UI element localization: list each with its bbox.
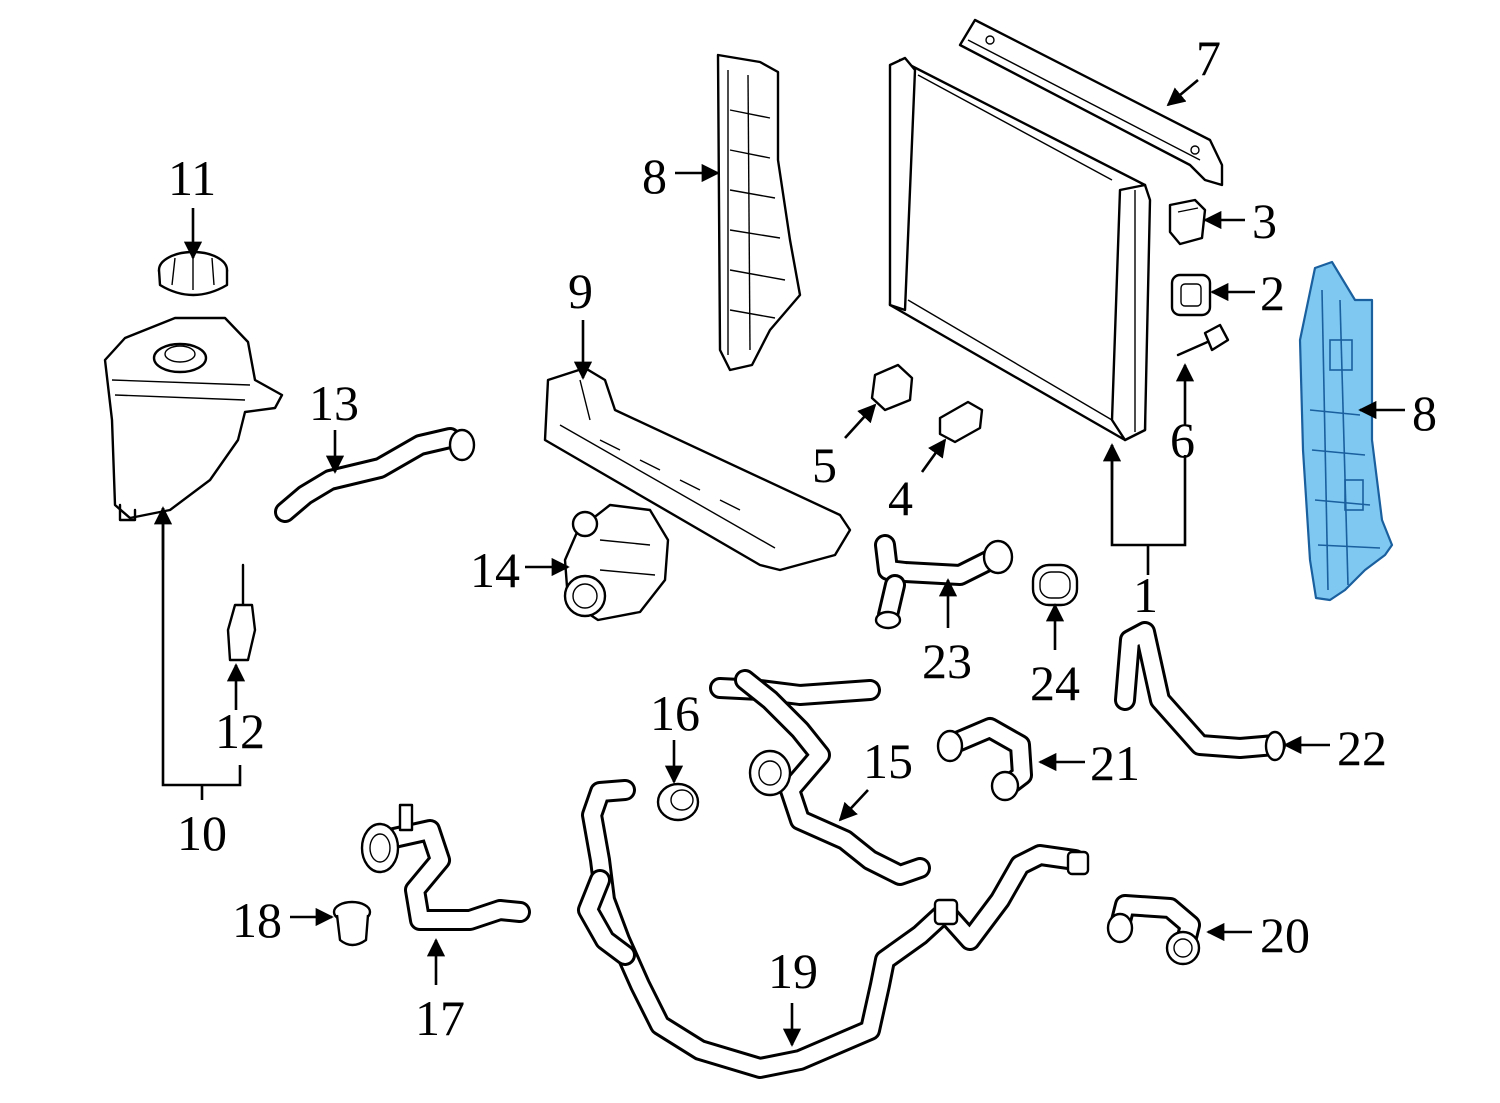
callout-11: 11 — [168, 150, 216, 206]
part-mount-5[interactable] — [870, 363, 914, 412]
callout-24: 24 — [1030, 655, 1080, 711]
callout-8-right: 8 — [1412, 385, 1437, 441]
callout-labels: 1 2 3 4 5 6 7 8 8 9 10 11 12 13 14 15 16… — [168, 30, 1437, 1046]
part-hose-15[interactable] — [709, 669, 931, 886]
leader-lines — [153, 79, 1405, 1047]
callout-17: 17 — [415, 990, 465, 1046]
part-seal-24[interactable] — [1031, 563, 1079, 607]
callout-2: 2 — [1260, 265, 1285, 321]
callout-16: 16 — [650, 685, 700, 741]
part-grommet[interactable] — [1170, 273, 1212, 317]
part-hose-21[interactable] — [936, 717, 1033, 802]
callout-9: 9 — [568, 263, 593, 319]
callout-23: 23 — [922, 633, 972, 689]
part-cap-18[interactable] — [332, 900, 372, 947]
part-thermostat-housing[interactable] — [563, 503, 670, 622]
part-radiator[interactable] — [888, 56, 1152, 442]
callout-10: 10 — [177, 805, 227, 861]
callout-22: 22 — [1337, 720, 1387, 776]
part-drain-plug[interactable] — [1176, 323, 1230, 357]
callout-1: 1 — [1133, 567, 1158, 623]
callout-6: 6 — [1170, 412, 1195, 468]
callout-21: 21 — [1090, 735, 1140, 791]
part-expansion-tank[interactable] — [103, 316, 284, 522]
part-hose-19[interactable] — [577, 779, 1090, 1079]
part-hose-17[interactable] — [360, 803, 531, 931]
part-hose-23[interactable] — [874, 534, 1014, 630]
part-bracket[interactable] — [1168, 198, 1207, 246]
part-plug-16[interactable] — [656, 782, 700, 822]
part-upper-support-bar[interactable] — [958, 18, 1224, 187]
part-air-deflector-right-highlighted[interactable] — [1298, 260, 1394, 602]
part-air-deflector-left[interactable] — [716, 53, 802, 372]
part-mount-4[interactable] — [938, 400, 984, 444]
callout-14: 14 — [470, 542, 520, 598]
callout-4: 4 — [888, 470, 913, 526]
callout-3: 3 — [1252, 193, 1277, 249]
callout-8-left: 8 — [642, 148, 667, 204]
callout-5: 5 — [812, 437, 837, 493]
callout-15: 15 — [863, 733, 913, 789]
callout-20: 20 — [1260, 907, 1310, 963]
part-hose-22[interactable] — [1114, 621, 1286, 762]
part-reservoir-cap[interactable] — [157, 250, 229, 297]
callout-7: 7 — [1196, 30, 1221, 86]
callout-12: 12 — [215, 703, 265, 759]
part-lower-air-guide[interactable] — [543, 366, 852, 572]
callout-19: 19 — [768, 943, 818, 999]
callout-13: 13 — [309, 375, 359, 431]
part-level-sensor[interactable] — [226, 563, 257, 662]
callout-18: 18 — [232, 892, 282, 948]
part-hose-20[interactable] — [1106, 894, 1201, 966]
part-vent-hose[interactable] — [274, 427, 476, 523]
